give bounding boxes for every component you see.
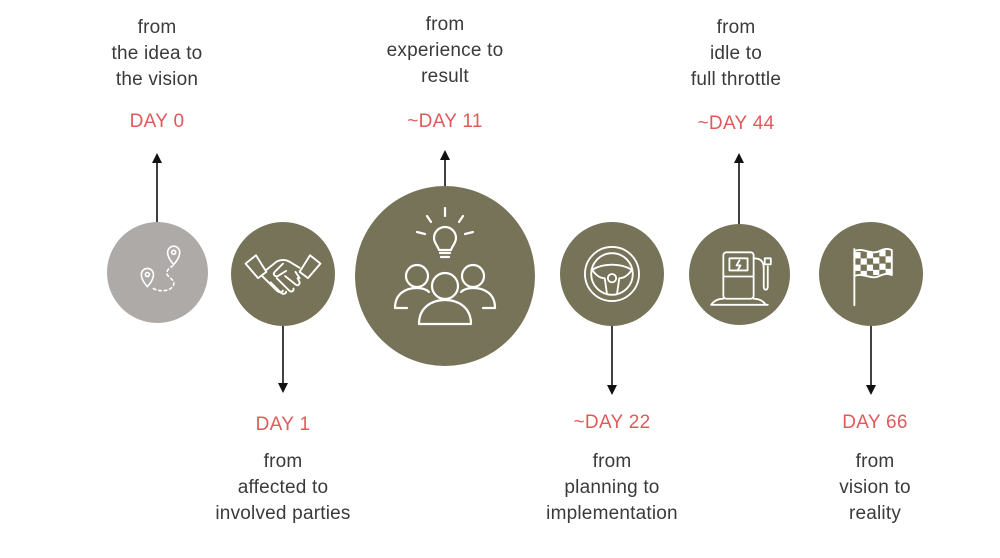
milestone-5-caption: from vision to reality	[765, 449, 985, 527]
milestone-1-caption: from affected to involved parties	[173, 449, 393, 527]
charging-station-icon	[710, 251, 772, 306]
steering-wheel-icon	[584, 246, 640, 302]
milestone-0-day-label: DAY 0	[129, 111, 185, 132]
milestone-1-circle	[231, 222, 335, 326]
caption-line: vision to	[839, 477, 911, 498]
caption-line: from	[716, 17, 756, 38]
milestone-1-day-label: DAY 1	[255, 414, 311, 435]
caption-line: the idea to	[111, 43, 203, 64]
caption-line: idle to	[709, 43, 763, 64]
milestone-3-circle	[560, 222, 664, 326]
handshake-icon	[244, 254, 322, 295]
milestone-3-caption: from planning to implementation	[502, 449, 722, 527]
caption-line: result	[421, 66, 469, 87]
finish-flag-icon	[853, 248, 893, 307]
caption-line: the vision	[115, 69, 199, 90]
milestone-2-caption: from experience to result	[335, 12, 555, 90]
caption-line: implementation	[546, 503, 678, 524]
caption-line: experience to	[386, 40, 504, 61]
milestone-2-circle	[355, 186, 535, 366]
caption-line: full throttle	[690, 69, 782, 90]
caption-line: affected to	[237, 477, 329, 498]
caption-line: planning to	[564, 477, 660, 498]
caption-line: from	[855, 451, 895, 472]
team-idea-icon	[393, 206, 497, 326]
caption-line: from	[263, 451, 303, 472]
milestone-4-day-label: ~DAY 44	[697, 113, 775, 134]
milestone-2-day-label: ~DAY 11	[407, 111, 483, 132]
milestone-5-circle	[819, 222, 923, 326]
map-route-icon	[140, 245, 181, 292]
caption-line: from	[425, 14, 465, 35]
caption-line: involved parties	[215, 503, 351, 524]
caption-line: from	[137, 17, 177, 38]
milestone-4-circle	[689, 224, 790, 325]
milestone-5-day-label: DAY 66	[842, 412, 908, 433]
milestone-0-circle	[107, 222, 208, 323]
caption-line: reality	[848, 503, 902, 524]
milestone-0-caption: from the idea to the vision	[47, 15, 267, 93]
milestone-4-caption: from idle to full throttle	[626, 15, 846, 93]
milestone-3-day-label: ~DAY 22	[573, 412, 651, 433]
caption-line: from	[592, 451, 632, 472]
